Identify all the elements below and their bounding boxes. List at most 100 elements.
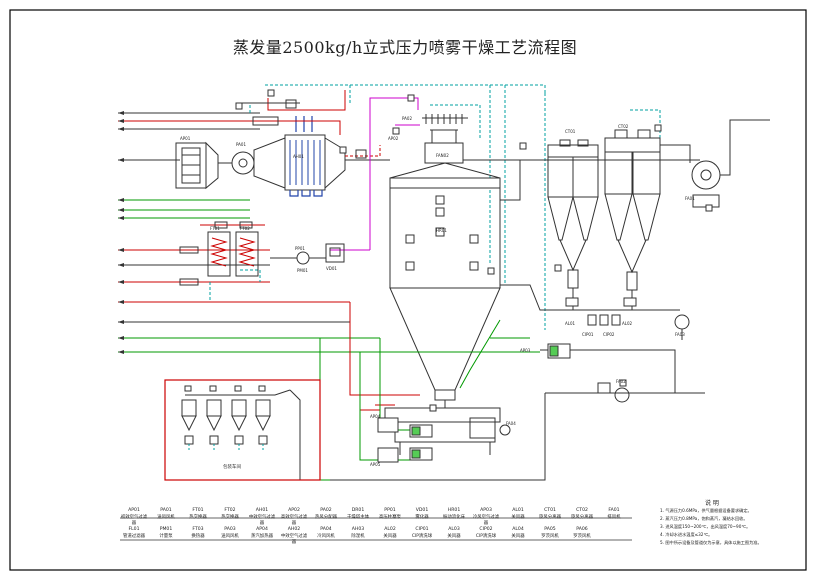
legend-code: AH03: [351, 527, 365, 532]
tag-ct01: CT01: [565, 129, 576, 134]
legend-code: CIP01: [415, 527, 429, 532]
tag-fa03: FA03: [675, 332, 685, 337]
legend-code: CT01: [544, 508, 556, 513]
tag-pa02: PA02: [402, 116, 412, 121]
legend-name: 雾化器: [415, 515, 429, 520]
legend-name: 送风风机: [157, 515, 175, 520]
legend-code: DR01: [351, 508, 365, 513]
legend-name: 初效空气过滤器: [120, 515, 148, 526]
legend-code: AL03: [448, 527, 460, 532]
legend-item: AH01 中效空气过滤器: [248, 508, 276, 526]
note-line: 5. 图中所示设备及管道仅为示意，具体以施工图为准。: [660, 540, 762, 545]
legend-item: AP02 高效空气过滤器: [280, 508, 308, 526]
tag-ah01: AH01: [293, 154, 304, 159]
tag-hr01: HR01: [436, 228, 447, 233]
legend-item: AP01 初效空气过滤器: [120, 508, 148, 526]
legend-name: 关风器: [447, 534, 461, 539]
tag-pm01: PM01: [297, 268, 308, 273]
legend-code: CIP02: [479, 527, 493, 532]
legend-name: 高效空气过滤器: [280, 515, 308, 526]
legend-code: FT02: [224, 508, 236, 513]
ah01-heater: [253, 134, 346, 191]
cyclone-group: [547, 119, 770, 291]
legend-name: 冷风风机: [317, 534, 335, 539]
ap01-filter: [175, 141, 219, 190]
legend-name: 热交换器: [189, 515, 207, 520]
legend-code: PA02: [320, 508, 332, 513]
legend-name: 旋风分离器: [571, 515, 593, 520]
tag-ft01: FT01: [210, 226, 220, 231]
legend-name: 振动流化床: [443, 515, 465, 520]
legend-item: FL01 管道过滤器: [120, 527, 148, 539]
pa01-fan: [218, 151, 255, 175]
tag-ap05: AP05: [370, 462, 381, 467]
legend-name: 罗茨风机: [541, 534, 559, 539]
legend-code: AP02: [288, 508, 300, 513]
heater-coils: [289, 116, 323, 197]
legend-name: 冷风空气过滤器: [472, 515, 500, 526]
ft-exchangers: [207, 231, 259, 277]
legend-code: AL01: [512, 508, 524, 513]
product-feed-lines: [330, 97, 420, 251]
instrument-gauges: [235, 89, 713, 412]
inlet-pipes: [118, 112, 380, 353]
tag-ap03: AP03: [520, 348, 531, 353]
legend-code: AH02: [287, 527, 301, 532]
legend-name: 计量泵: [159, 534, 173, 539]
note-line: 1. 气源压力0.6MPa，供气量根据设备要求确定。: [660, 508, 752, 513]
legend-item: AP03 冷风空气过滤器: [472, 508, 500, 526]
tag-fa04: FA04: [506, 421, 516, 426]
tag-cip01: CIP01: [582, 332, 594, 337]
tag-vd01: VD01: [326, 266, 337, 271]
tag-al01: AL01: [565, 321, 576, 326]
tag-fan02: FAN02: [436, 153, 449, 158]
legend-name: 送风风机: [221, 534, 239, 539]
legend-name: 中效空气过滤器: [248, 515, 276, 526]
legend-name: 除湿机: [351, 534, 365, 539]
legend-name: 排风机: [607, 515, 621, 520]
legend-name: 管道过滤器: [123, 534, 145, 539]
tag-ap01: AP01: [180, 136, 191, 141]
legend-code: AH01: [255, 508, 269, 513]
packing-room-label: 包装车间: [223, 463, 241, 470]
tag-pa01: PA01: [236, 142, 246, 147]
return-pipe: [330, 393, 546, 481]
legend-code: PA04: [320, 527, 332, 532]
legend-item: AH02 中效空气过滤器: [280, 527, 308, 545]
legend-code: PA06: [576, 527, 588, 532]
drying-tower: [389, 114, 501, 401]
legend-code: AL02: [384, 527, 396, 532]
legend-code: AP03: [480, 508, 492, 513]
legend-item: CT01 旋风分离器: [536, 508, 564, 520]
legend-name: 蒸汽加热器: [251, 534, 273, 539]
legend-name: CIP清洗球: [475, 534, 497, 539]
fluid-bed-area: [384, 400, 511, 455]
legend-name: 中效空气过滤器: [280, 534, 308, 545]
legend-code: FL01: [128, 527, 140, 532]
tag-pp01: PP01: [295, 246, 305, 251]
legend-code: AP01: [128, 508, 140, 513]
tag-fa01: FA01: [685, 196, 695, 201]
pp01-pump: [270, 243, 345, 265]
packing-room: [164, 379, 321, 481]
legend-name: 旋风分离器: [539, 515, 561, 520]
tag-ap02: AP02: [388, 136, 399, 141]
diagram-title: 蒸发量2500kg/h立式压力喷雾干燥工艺流程图: [232, 38, 578, 57]
tag-ft02: FT02: [240, 226, 250, 231]
